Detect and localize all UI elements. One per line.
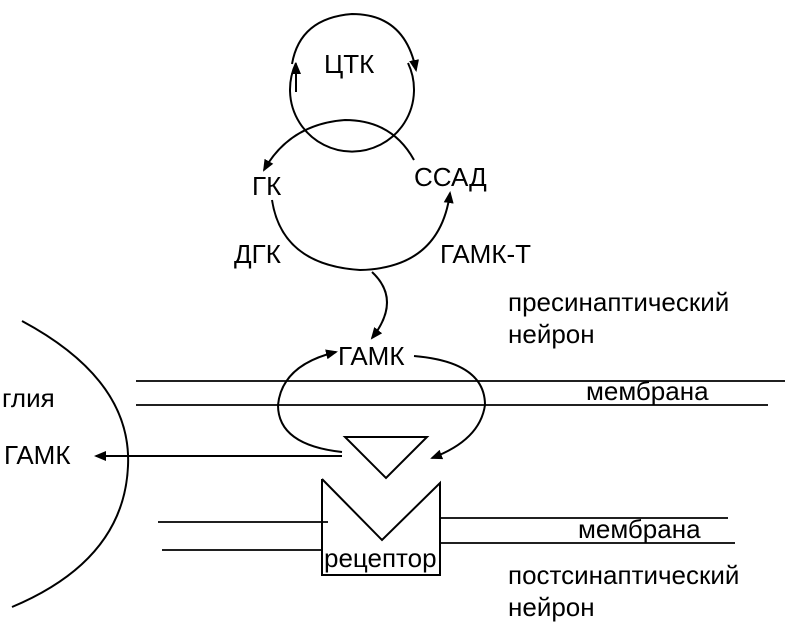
gaba-shunt-cycle (263, 118, 415, 172)
presynaptic-label-line2: нейрон (508, 319, 595, 349)
gaba-reuptake-arrow (276, 349, 343, 453)
dgk-label: ДГК (234, 239, 281, 269)
gaba-shunt-cycle-lower (271, 191, 454, 272)
gaba-release-arrow (413, 355, 487, 460)
gaba-shunt-to-gaba-arrow (370, 271, 388, 340)
ssad-label: ССАД (414, 162, 487, 192)
tca-cycle-arc (289, 62, 415, 153)
glia-label: глия (2, 383, 55, 413)
postsynaptic-label-line1: постсинаптический (508, 560, 739, 590)
tca-cycle-arrow-right (291, 12, 419, 72)
gaba-t-label: ГАМК-Т (440, 239, 531, 269)
glia-boundary (11, 320, 130, 608)
presynaptic-label-line1: пресинаптический (508, 287, 729, 317)
gaba-molecule-triangle (342, 436, 430, 480)
gaba-left-label: ГАМК (4, 440, 71, 470)
receptor-shape (321, 478, 441, 576)
gaba-center-label: ГАМК (338, 341, 405, 371)
membrane-bottom-label: мембрана (578, 514, 701, 544)
postsynaptic-label-line2: нейрон (508, 592, 595, 622)
tca-cycle-label: ЦТК (324, 49, 374, 79)
receptor-label: рецептор (324, 543, 437, 573)
membrane-top-label: мембрана (586, 376, 709, 406)
gk-label: ГК (252, 171, 281, 201)
